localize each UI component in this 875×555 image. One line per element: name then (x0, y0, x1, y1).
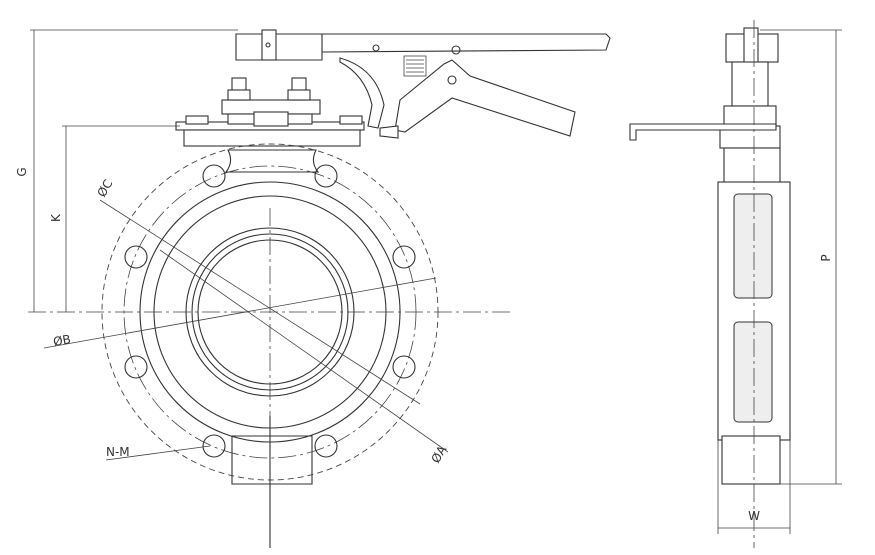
top-mounting-flange (175, 77, 399, 147)
dim-c-leader (99, 199, 421, 405)
label-c: ØC (94, 177, 115, 199)
lever-handle (235, 29, 611, 137)
front-view (28, 29, 611, 548)
label-k: K (49, 213, 63, 222)
body-bottom-boss (231, 435, 313, 485)
label-g: G (15, 167, 29, 176)
dim-nm-leader (105, 445, 211, 461)
side-view (629, 20, 842, 548)
label-a: ØA (428, 443, 449, 466)
body-neck (224, 149, 320, 173)
side-bottom-boss (721, 435, 781, 485)
disc-upper (733, 193, 773, 299)
dim-a-leader (159, 249, 449, 453)
label-p: P (819, 254, 833, 261)
bolt-holes (124, 164, 416, 458)
label-b: ØB (52, 332, 72, 349)
side-lever-arm (629, 123, 777, 141)
label-w: W (748, 509, 760, 523)
dim-b-leader (43, 277, 437, 349)
label-nm: N-M (106, 445, 130, 459)
disc-lower (733, 321, 773, 423)
